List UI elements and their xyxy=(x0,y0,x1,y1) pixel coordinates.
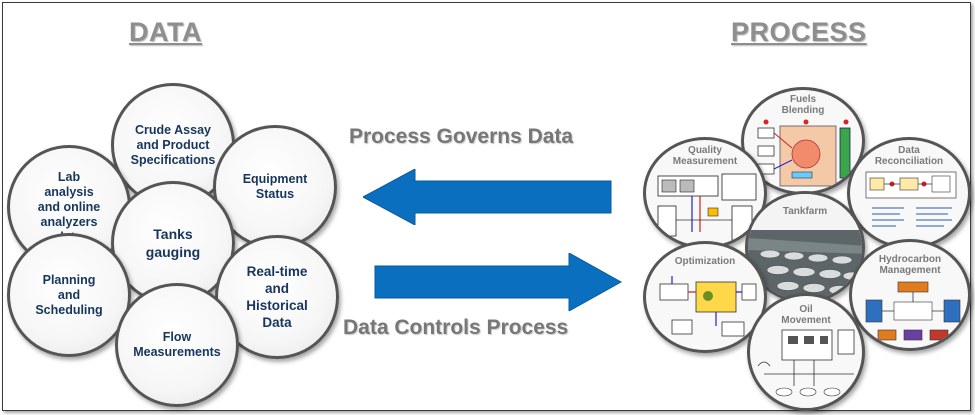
data-circle-flow-measurements: Flow Measurements xyxy=(115,283,239,407)
process-circle-quality-measurement: Quality Measurement xyxy=(643,137,767,249)
hydrocarbon-schematic-icon xyxy=(865,281,961,341)
data-controls-process-caption: Data Controls Process xyxy=(343,316,569,339)
optimization-label: Optimization xyxy=(674,256,736,267)
planning-scheduling-label: Planning and Scheduling xyxy=(35,272,103,317)
realtime-historical-label: Real-time and Historical Data xyxy=(246,264,308,330)
tankfarm-label: Tankfarm xyxy=(782,206,828,217)
process-circle-hydrocarbon-management: Hydrocarbon Management xyxy=(849,239,971,351)
data-reconciliation-label: Data Reconciliation xyxy=(874,145,944,167)
tanks-gauging-label: Tanks gauging xyxy=(145,226,201,260)
flow-measurements-label: Flow Measurements xyxy=(133,330,221,359)
fuels-blending-label: Fuels Blending xyxy=(781,94,825,116)
process-circle-oil-movement: Oil Movement xyxy=(747,293,865,411)
reconciliation-schematic-icon xyxy=(865,171,957,227)
oil-movement-schematic-icon xyxy=(757,329,855,397)
right-arrow-icon xyxy=(374,253,623,311)
quality-measurement-label: Quality Measurement xyxy=(672,145,738,167)
hydrocarbon-management-label: Hydrocarbon Management xyxy=(878,254,942,276)
process-circle-data-reconciliation: Data Reconciliation xyxy=(847,137,971,249)
process-circle-optimization: Optimization xyxy=(643,241,767,353)
process-governs-data-caption: Process Governs Data xyxy=(349,125,574,148)
equipment-status-label: Equipment Status xyxy=(242,172,308,201)
data-circle-equipment-status: Equipment Status xyxy=(213,125,337,249)
data-circle-planning-scheduling: Planning and Scheduling xyxy=(7,233,131,357)
tankfarm-photo-icon xyxy=(748,194,862,300)
blending-schematic-icon xyxy=(757,119,851,187)
oil-movement-label: Oil Movement xyxy=(781,304,831,326)
process-heading: PROCESS xyxy=(731,17,867,47)
left-arrow-icon xyxy=(363,169,612,225)
optimization-schematic-icon xyxy=(659,276,757,337)
data-heading: DATA xyxy=(129,17,202,47)
crude-assay-label: Crude Assay and Product Specifications xyxy=(130,122,216,167)
diagram-frame: DATA PROCESS Crude Assay and Product Spe… xyxy=(2,2,971,411)
